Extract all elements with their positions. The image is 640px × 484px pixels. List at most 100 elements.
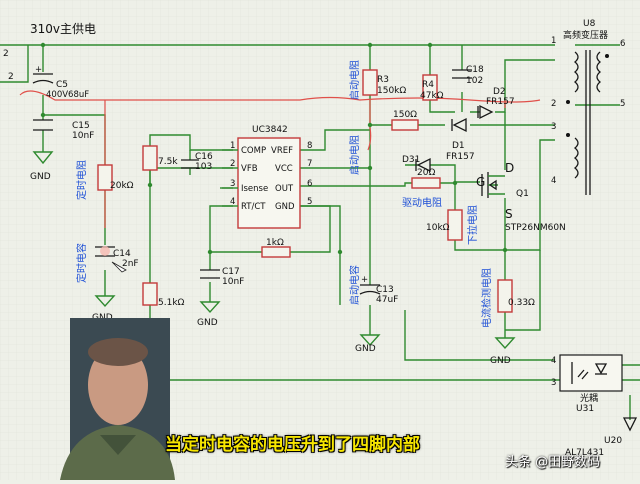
diode-d1: D1 FR157 <box>446 117 475 162</box>
c14-ref: C14 <box>113 249 131 259</box>
ground-symbol-4: GND <box>355 334 381 354</box>
mosfet-source-label: S <box>505 207 513 221</box>
transformer-pin2: 2 <box>551 99 556 109</box>
d1-value: FR157 <box>446 152 475 162</box>
capacitor-c15: C15 10nF <box>33 119 94 141</box>
resistor-150: 150Ω <box>391 110 419 131</box>
c5-ref: C5 <box>56 80 68 90</box>
ic-pin7-num: 7 <box>307 159 312 169</box>
c18-value: 102 <box>466 76 483 86</box>
ic-pin4-num: 4 <box>230 197 235 207</box>
diode-d2: D2 FR157 <box>477 87 515 120</box>
ic-pin5-num: 5 <box>307 197 312 207</box>
capacitor-c13: + C13 47uF <box>359 275 398 305</box>
ground-label-5: GND <box>490 356 511 366</box>
ic-pin5-name: GND <box>275 202 295 212</box>
ground-symbol-5: GND <box>490 337 516 366</box>
junctions <box>40 42 508 255</box>
r033-value: 0.33Ω <box>508 298 535 308</box>
subtitle-caption: 当定时电容的电压升到了四脚内部 <box>165 435 420 455</box>
opto-pin3: 3 <box>551 378 556 388</box>
mosfet-drain-label: D <box>505 161 514 175</box>
c16-value: 103 <box>195 162 212 172</box>
transformer-ref: U8 <box>583 19 596 29</box>
resistor-20k: 20kΩ <box>97 164 134 191</box>
c15-value: 10nF <box>72 131 94 141</box>
r20k-value: 20kΩ <box>110 181 134 191</box>
c17-ref: C17 <box>222 267 240 277</box>
resistor-r3: R3 150kΩ <box>362 69 406 96</box>
presenter-video <box>60 318 175 480</box>
d31-ref: D31 <box>402 155 420 165</box>
u20-part: AL7L431 <box>565 448 604 458</box>
r51k-value: 5.1kΩ <box>158 298 185 308</box>
c18-ref: C18 <box>466 65 484 75</box>
mosfet-gate-label: G <box>476 175 485 189</box>
transformer-pin5: 5 <box>620 99 625 109</box>
annotation-sense-res: 电流检测电阻 <box>480 268 493 328</box>
r150-value: 150Ω <box>393 110 417 120</box>
c16-ref: C16 <box>195 152 213 162</box>
resistor-5k1: 5.1kΩ <box>142 282 185 308</box>
resistor-1k: 1kΩ <box>261 238 291 258</box>
annotation-drive-res: 驱动电阻 <box>402 196 442 209</box>
annotation-pulldown-res: 下拉电阻 <box>466 205 479 245</box>
r75k-value: 7.5k <box>158 157 178 167</box>
capacitor-c14: C14 2nF <box>95 246 139 273</box>
ic-pin3-num: 3 <box>230 179 235 189</box>
annotation-start-res: 启动电阻 <box>348 60 361 100</box>
ic-pin8-num: 8 <box>307 141 312 151</box>
ground-label-1: GND <box>30 172 51 182</box>
c5-value: 400V68uF <box>46 90 89 100</box>
ic-pin8-name: VREF <box>271 146 293 156</box>
c15-ref: C15 <box>72 121 90 131</box>
mosfet-ref: Q1 <box>516 189 529 199</box>
c14-value: 2nF <box>122 259 139 269</box>
ic-pin1-num: 1 <box>230 141 235 151</box>
ic-pin2-name: VFB <box>241 164 258 174</box>
ground-label-4: GND <box>355 344 376 354</box>
opto-name: 光耦 <box>580 392 598 404</box>
transformer-name: 高频变压器 <box>563 29 608 41</box>
transformer-pin6: 6 <box>620 39 625 49</box>
optocoupler-u31: 4 3 光耦 U31 <box>551 354 623 414</box>
r4-value: 47kΩ <box>420 91 444 101</box>
net-label-top: 2 <box>3 49 9 59</box>
r3-ref: R3 <box>377 75 389 85</box>
transformer-u8: U8 高频变压器 1 2 3 4 6 5 <box>551 19 625 195</box>
resistor-10k: 10kΩ <box>426 209 463 241</box>
ic-pin3-name: Isense <box>241 184 268 194</box>
svg-text:+: + <box>361 275 368 285</box>
ground-symbol-1: GND <box>30 151 54 182</box>
resistor-20: 20Ω <box>411 168 441 189</box>
capacitor-c16: C16 103 <box>181 152 213 172</box>
r10k-value: 10kΩ <box>426 223 450 233</box>
net-label-mid: 2 <box>8 72 14 82</box>
transformer-pin1: 1 <box>551 36 556 46</box>
d2-value: FR157 <box>486 97 515 107</box>
c13-ref: C13 <box>376 285 394 295</box>
annotation-start-cap: 启动电容 <box>348 265 361 305</box>
u20-ref: U20 <box>604 436 622 446</box>
capacitor-c17: C17 10nF <box>200 267 244 287</box>
annotation-timing-cap: 定时电容 <box>75 243 88 283</box>
opto-ref: U31 <box>576 404 594 414</box>
annotation-start-res-2: 启动电阻 <box>348 135 361 175</box>
transformer-pin4: 4 <box>551 176 556 186</box>
d2-ref: D2 <box>493 87 506 97</box>
ic-name: UC3842 <box>252 125 288 135</box>
c13-value: 47uF <box>376 295 398 305</box>
svg-text:+: + <box>35 65 42 75</box>
annotation-timing-res: 定时电阻 <box>75 160 88 200</box>
ground-symbol-3: GND <box>197 301 221 328</box>
c17-value: 10nF <box>222 277 244 287</box>
ground-label-3: GND <box>197 318 218 328</box>
ic-pin7-name: VCC <box>275 164 293 174</box>
r20-value: 20Ω <box>417 168 435 178</box>
ic-pin1-name: COMP <box>241 146 266 156</box>
watermark: 头条 @田野数码 <box>505 455 601 470</box>
r4-ref: R4 <box>422 80 434 90</box>
supply-label: 310v主供电 <box>30 22 96 36</box>
